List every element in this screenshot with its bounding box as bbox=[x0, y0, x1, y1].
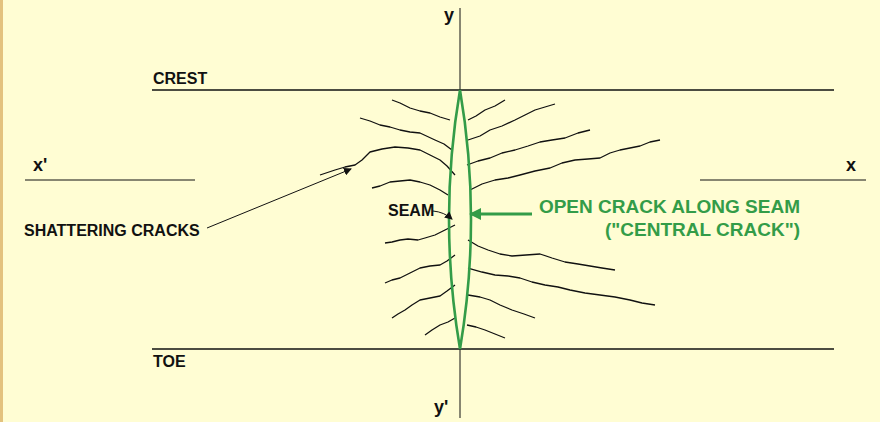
crack bbox=[468, 295, 535, 318]
x-axis-line bbox=[700, 180, 866, 181]
callout-label: SEAM bbox=[388, 202, 434, 220]
crack bbox=[470, 140, 660, 190]
leader-line bbox=[207, 169, 351, 228]
crack bbox=[467, 130, 590, 165]
central-crack bbox=[449, 90, 471, 349]
crack bbox=[385, 255, 455, 283]
axis-label: y' bbox=[434, 398, 448, 418]
crest-line bbox=[152, 89, 834, 91]
crack bbox=[320, 147, 455, 175]
y-axis-line bbox=[460, 349, 461, 418]
crack bbox=[425, 318, 455, 335]
crack bbox=[468, 268, 655, 305]
crack bbox=[360, 118, 452, 150]
callout-label: SHATTERING CRACKS bbox=[24, 222, 200, 240]
crack bbox=[392, 100, 450, 120]
x-axis-line bbox=[25, 180, 195, 181]
crack bbox=[392, 285, 455, 318]
toe-line bbox=[152, 348, 834, 350]
central-crack-label: OPEN CRACK ALONG SEAM ("CENTRAL CRACK") bbox=[500, 196, 800, 242]
crack bbox=[468, 100, 505, 120]
crack bbox=[467, 325, 505, 338]
y-axis-line bbox=[460, 8, 461, 90]
axis-label: x bbox=[846, 156, 856, 176]
pointer-arrow bbox=[470, 213, 532, 216]
axis-label: x' bbox=[33, 156, 47, 176]
axis-label: y bbox=[444, 6, 454, 26]
crack bbox=[468, 240, 615, 270]
toe-label: TOE bbox=[153, 353, 186, 371]
crack bbox=[372, 180, 448, 195]
crest-label: CREST bbox=[153, 70, 207, 88]
leader-line bbox=[433, 211, 452, 219]
crack bbox=[385, 225, 455, 243]
crack bbox=[468, 104, 555, 140]
